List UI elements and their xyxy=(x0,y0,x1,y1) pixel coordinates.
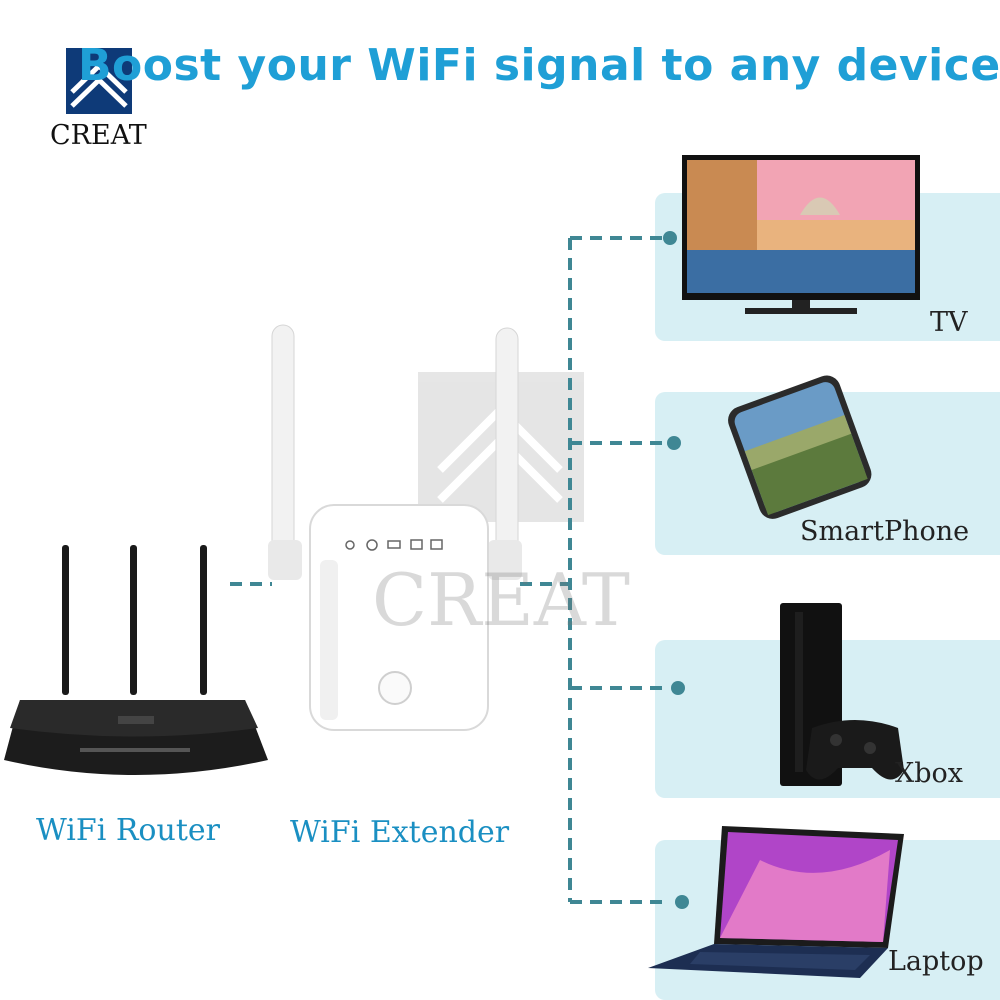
tv-icon xyxy=(682,155,920,314)
page-headline: Boost your WiFi signal to any device xyxy=(78,40,1000,91)
wifi-extender-icon xyxy=(268,324,522,731)
xbox-icon xyxy=(780,603,904,786)
tv-label: TV xyxy=(930,307,968,338)
smartphone-label: SmartPhone xyxy=(800,516,970,547)
laptop-icon xyxy=(648,826,904,978)
connector-dots xyxy=(663,231,689,909)
wifi-router-icon xyxy=(4,545,268,775)
xbox-label: Xbox xyxy=(895,758,963,789)
creat-logo-icon xyxy=(66,48,132,114)
connector-lines xyxy=(230,236,668,904)
watermark-text: CREAT xyxy=(372,558,630,642)
logo-text: CREAT xyxy=(50,120,147,151)
extender-caption: WiFi Extender xyxy=(290,815,510,850)
router-caption: WiFi Router xyxy=(36,813,220,848)
laptop-label: Laptop xyxy=(888,946,984,977)
smartphone-icon xyxy=(728,375,872,519)
